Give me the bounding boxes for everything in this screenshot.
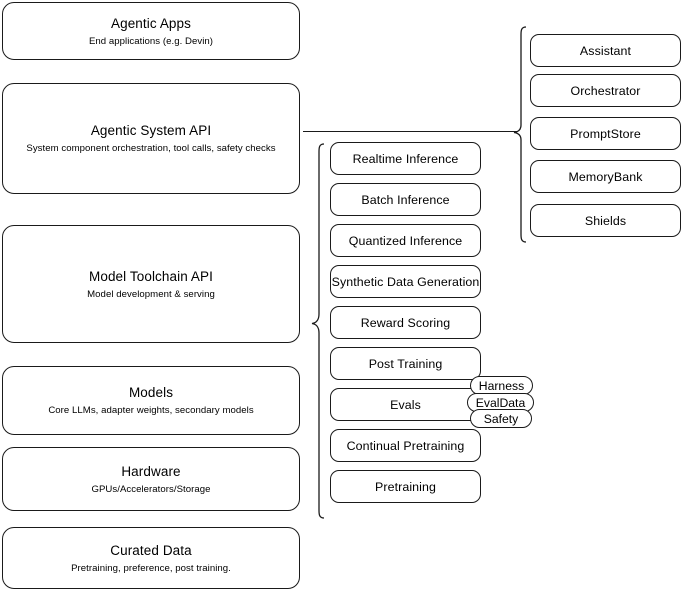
- system-chip-shields[interactable]: Shields: [530, 204, 681, 237]
- chip-label: Reward Scoring: [360, 315, 451, 330]
- layer-title: Hardware: [121, 463, 181, 479]
- chip-label: Batch Inference: [361, 192, 450, 207]
- toolchain-chip-synthetic-data-generation[interactable]: Synthetic Data Generation: [330, 265, 481, 298]
- eval-pill-evaldata[interactable]: EvalData: [467, 393, 534, 412]
- layer-subtitle: System component orchestration, tool cal…: [26, 143, 276, 154]
- chip-label: Post Training: [368, 356, 443, 371]
- system-chip-memorybank[interactable]: MemoryBank: [530, 160, 681, 193]
- system-chip-orchestrator[interactable]: Orchestrator: [530, 74, 681, 107]
- chip-label: Pretraining: [374, 479, 437, 494]
- toolchain-chip-reward-scoring[interactable]: Reward Scoring: [330, 306, 481, 339]
- chip-label: Orchestrator: [570, 83, 641, 98]
- chip-label: Shields: [584, 213, 627, 228]
- system-chip-assistant[interactable]: Assistant: [530, 34, 681, 67]
- layer-subtitle: Pretraining, preference, post training.: [71, 562, 231, 574]
- chip-label: Continual Pretraining: [346, 438, 465, 453]
- toolchain-chip-realtime-inference[interactable]: Realtime Inference: [330, 142, 481, 175]
- layer-box-curated-data[interactable]: Curated Data Pretraining, preference, po…: [2, 527, 300, 589]
- layer-box-hardware[interactable]: Hardware GPUs/Accelerators/Storage: [2, 447, 300, 511]
- layer-title: Models: [128, 385, 174, 400]
- toolchain-chip-post-training[interactable]: Post Training: [330, 347, 481, 380]
- chip-label: MemoryBank: [568, 169, 643, 184]
- system-chip-promptstore[interactable]: PromptStore: [530, 117, 681, 150]
- layer-box-agentic-apps[interactable]: Agentic Apps End applications (e.g. Devi…: [2, 2, 300, 60]
- toolchain-chip-evals[interactable]: Evals: [330, 388, 481, 421]
- layer-title: Model Toolchain API: [89, 268, 213, 284]
- pill-label: Harness: [478, 378, 525, 393]
- toolchain-chip-continual-pretraining[interactable]: Continual Pretraining: [330, 429, 481, 462]
- chip-label: PromptStore: [570, 126, 641, 141]
- toolchain-chip-batch-inference[interactable]: Batch Inference: [330, 183, 481, 216]
- chip-label: Quantized Inference: [348, 233, 463, 248]
- layer-subtitle: GPUs/Accelerators/Storage: [91, 483, 211, 495]
- chip-label: Realtime Inference: [352, 151, 459, 166]
- layer-subtitle: Model development & serving: [87, 288, 215, 300]
- brace-toolchain-capabilities: [311, 143, 325, 519]
- layer-title: Agentic Apps: [110, 15, 191, 31]
- layer-subtitle: Core LLMs, adapter weights, secondary mo…: [48, 405, 254, 416]
- layer-box-agentic-system-api[interactable]: Agentic System API System component orch…: [2, 83, 300, 194]
- toolchain-chip-pretraining[interactable]: Pretraining: [330, 470, 481, 503]
- layer-box-models[interactable]: Models Core LLMs, adapter weights, secon…: [2, 366, 300, 435]
- brace-system-components: [513, 26, 527, 243]
- layer-box-model-toolchain-api[interactable]: Model Toolchain API Model development & …: [2, 225, 300, 343]
- pill-label: EvalData: [475, 395, 526, 410]
- chip-label: Synthetic Data Generation: [331, 274, 480, 289]
- layer-title: Agentic System API: [90, 123, 212, 138]
- connector-line-system-api-to-components: [303, 131, 518, 133]
- chip-label: Assistant: [579, 43, 632, 58]
- layer-subtitle: End applications (e.g. Devin): [88, 35, 214, 47]
- toolchain-chip-quantized-inference[interactable]: Quantized Inference: [330, 224, 481, 257]
- eval-pill-safety[interactable]: Safety: [470, 409, 532, 428]
- chip-label: Evals: [390, 397, 421, 412]
- pill-label: Safety: [483, 411, 519, 426]
- layer-title: Curated Data: [110, 542, 192, 558]
